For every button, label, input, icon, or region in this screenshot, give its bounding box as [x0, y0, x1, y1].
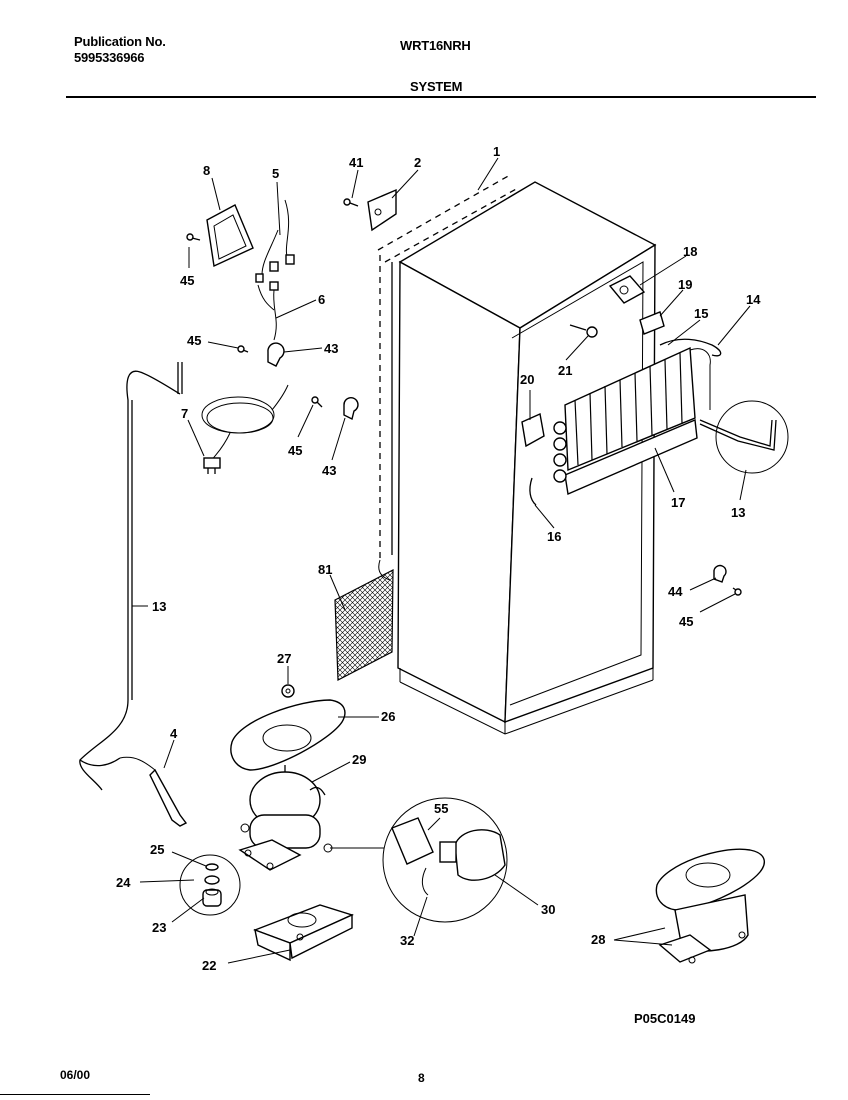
part-43-clamp-a: [267, 342, 285, 367]
callout-5: 5: [272, 166, 279, 181]
callout-6: 6: [318, 292, 325, 307]
revision-date: 06/00: [60, 1068, 91, 1082]
callout-44: 44: [668, 584, 683, 599]
callout-43-b: 43: [322, 463, 336, 478]
callout-29: 29: [352, 752, 366, 767]
part-13-tubing: [79, 362, 183, 791]
part-5-wire: [255, 199, 295, 283]
part-30-relay-detail: [330, 797, 508, 923]
part-13-tube-detail: [699, 400, 789, 474]
callout-15: 15: [694, 306, 708, 321]
part-21-screw: [569, 324, 598, 338]
callout-28: 28: [591, 932, 605, 947]
callout-4: 4: [170, 726, 178, 741]
callout-labels: 1 2 41 5 8 45 6 45 43 7 45 43 18 19 15 1…: [116, 144, 761, 1026]
page-number: 8: [418, 1071, 425, 1085]
part-8-cover: [206, 204, 254, 268]
callout-55: 55: [434, 801, 448, 816]
callout-19: 19: [678, 277, 692, 292]
callout-14: 14: [746, 292, 761, 307]
part-24-grommet-group: [179, 854, 241, 916]
callout-13-a: 13: [731, 505, 745, 520]
callout-2: 2: [414, 155, 421, 170]
part-14-tube: [659, 338, 722, 357]
part-15-condenser: [553, 346, 711, 496]
leader-lines: [132, 157, 751, 964]
callout-26: 26: [381, 709, 395, 724]
callout-45-a: 45: [180, 273, 194, 288]
part-45-screw-c: [311, 396, 323, 408]
callout-32: 32: [400, 933, 414, 948]
callout-18: 18: [683, 244, 697, 259]
part-20-clip: [521, 412, 545, 448]
part-44-clamp: [713, 564, 727, 583]
callout-45-d: 45: [679, 614, 693, 629]
part-2-bracket: [367, 188, 397, 232]
callout-41: 41: [349, 155, 363, 170]
part-4-drier: [79, 756, 188, 827]
callout-24: 24: [116, 875, 131, 890]
part-22-base-bracket: [253, 904, 354, 962]
callout-16: 16: [547, 529, 561, 544]
callout-7: 7: [181, 406, 188, 421]
part-28-compressor-assembly: [655, 848, 766, 964]
part-18-bracket: [608, 275, 646, 304]
callout-30: 30: [541, 902, 555, 917]
callout-20: 20: [520, 372, 534, 387]
part-45-screw-a: [186, 233, 201, 241]
section-title: SYSTEM: [410, 79, 463, 94]
part-45-screw-d: [732, 587, 742, 596]
publication-number: 5995336966: [74, 50, 145, 65]
part-27-grommet: [281, 684, 295, 698]
part-7-power-cord: [201, 384, 289, 474]
callout-43-a: 43: [324, 341, 338, 356]
callout-45-b: 45: [187, 333, 201, 348]
part-41-screw: [343, 198, 359, 207]
callout-8: 8: [203, 163, 210, 178]
part-43-clamp-b: [343, 397, 359, 421]
part-45-screw-b: [237, 345, 249, 353]
part-19-bracket: [639, 311, 665, 335]
callout-22: 22: [202, 958, 216, 973]
part-26-drain-pan: [230, 699, 346, 771]
callout-23: 23: [152, 920, 166, 935]
callout-17: 17: [671, 495, 685, 510]
part-81-mesh-panel: [334, 569, 394, 681]
callout-81: 81: [318, 562, 332, 577]
callout-27: 27: [277, 651, 291, 666]
footer-rule: [0, 1094, 150, 1095]
publication-label: Publication No.: [74, 34, 166, 49]
callout-13-b: 13: [152, 599, 166, 614]
model-number: WRT16NRH: [400, 38, 471, 53]
header-rule: [66, 96, 816, 98]
part-29-compressor: [238, 765, 333, 871]
callout-25: 25: [150, 842, 164, 857]
part-16-clip: [529, 477, 537, 506]
callout-21: 21: [558, 363, 572, 378]
diagram-code: P05C0149: [634, 1011, 695, 1026]
callout-45-c: 45: [288, 443, 302, 458]
part-6-harness: [257, 281, 279, 341]
callout-1: 1: [493, 144, 500, 159]
